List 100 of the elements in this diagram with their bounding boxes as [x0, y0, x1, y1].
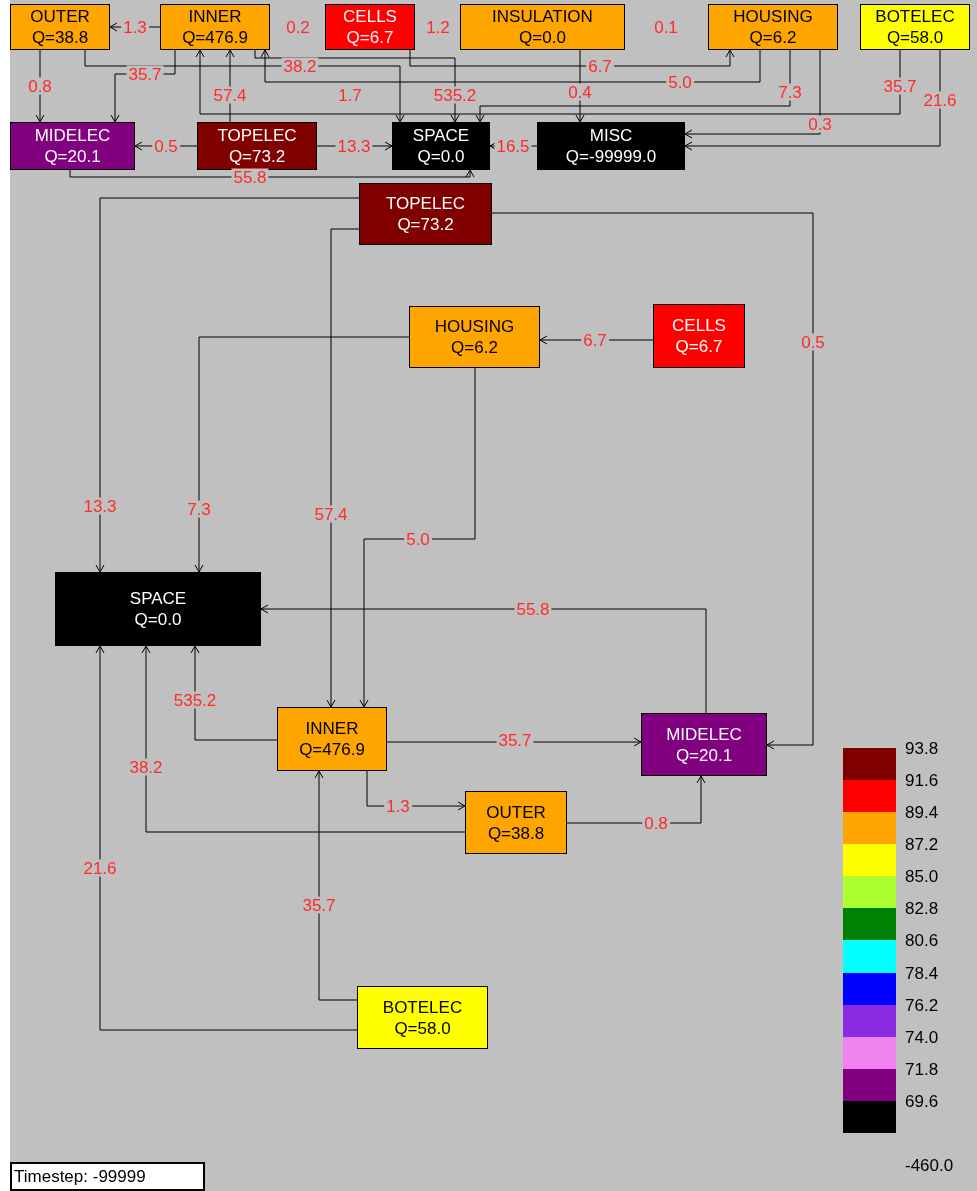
node-box: [10, 122, 135, 170]
node-box: [55, 572, 261, 646]
heat-value: Q=6.2: [749, 27, 797, 48]
node-box: [409, 306, 540, 368]
edge-label: 535.2: [171, 691, 219, 709]
heat-value: Q=0.0: [134, 609, 182, 630]
edge-label: 38.2: [281, 57, 319, 75]
arrow: [684, 49, 941, 151]
arrow: [260, 49, 761, 83]
edge-label: 6.7: [586, 57, 614, 75]
heat-value: Q=58.0: [886, 27, 944, 48]
arrow: [684, 49, 821, 139]
node-box: [160, 4, 270, 50]
node-name: OUTER: [486, 801, 546, 823]
edge-label: 1.3: [121, 18, 149, 36]
arrow: [260, 604, 707, 714]
edge-label: 38.2: [127, 758, 165, 776]
node-box: [10, 4, 110, 50]
arrow: [190, 645, 278, 741]
edge-label: 55.8: [514, 600, 552, 618]
edge-label: 55.8: [231, 168, 269, 186]
node-box: [277, 707, 387, 771]
edge-label: 35.7: [126, 65, 164, 83]
edge-label: 35.7: [300, 896, 338, 914]
edge-label: 5.0: [404, 530, 432, 548]
node-name: CELLS: [672, 315, 726, 336]
node-name: TOPELEC: [385, 193, 466, 214]
edge-label: 7.3: [185, 500, 213, 518]
node-box: [359, 183, 492, 245]
heat-value: Q=0.0: [417, 146, 465, 167]
heat-value: Q=0.0: [519, 27, 566, 48]
flow-value: 0.1: [652, 18, 680, 36]
scale-value: 89.4: [905, 803, 939, 821]
arrow: [326, 228, 360, 708]
node-box: [860, 4, 970, 50]
arrow: [359, 367, 476, 708]
arrow: [475, 49, 791, 123]
node-box: [357, 986, 488, 1049]
edge-label: 13.3: [81, 497, 119, 515]
edge-label: 35.7: [496, 731, 534, 749]
flow-value: 1.2: [424, 18, 452, 36]
node-name: SPACE: [129, 588, 187, 609]
edge-label: 0.4: [566, 83, 594, 101]
node-name: OUTER: [30, 6, 90, 27]
heat-value: Q=58.0: [394, 1017, 451, 1039]
edge-label: 6.7: [581, 331, 609, 349]
scale-value: 87.2: [905, 835, 939, 853]
flow-value: 1.7: [336, 86, 364, 104]
edge-label: 1.3: [384, 797, 412, 815]
heat-value: Q=6.7: [675, 336, 723, 357]
node-box: [460, 4, 625, 50]
heat-value: Q=38.8: [31, 27, 89, 48]
node-box: [392, 122, 490, 170]
arrow: [141, 645, 466, 833]
node-box: [197, 122, 317, 170]
edge-label: 13.3: [335, 137, 373, 155]
heat-value: Q=20.1: [44, 146, 101, 167]
arrow: [69, 169, 475, 178]
edge-label: 0.3: [806, 115, 834, 133]
heat-value: Q=38.8: [487, 822, 545, 844]
scale-value: 76.2: [905, 996, 939, 1014]
scale-value: 69.6: [905, 1092, 939, 1110]
edge-label: 21.6: [921, 91, 959, 109]
node-name: CELLS: [343, 6, 397, 27]
node-name: BOTELEC: [875, 6, 955, 27]
node-name: MIDELEC: [34, 125, 111, 146]
scale-value: 82.8: [905, 899, 939, 917]
node-name: BOTELEC: [382, 996, 463, 1018]
scale-value: 93.8: [905, 739, 939, 757]
scale-value: 85.0: [905, 867, 939, 885]
heat-value: Q=20.1: [675, 744, 733, 766]
edge-label: 5.0: [666, 73, 694, 91]
node-box: [708, 4, 838, 50]
scale-value: 80.6: [905, 931, 939, 949]
edge-label: 57.4: [312, 505, 350, 523]
edge-label: 35.7: [881, 77, 919, 95]
heat-value: Q=73.2: [228, 146, 286, 167]
arrow: [314, 770, 358, 1001]
scale-value: -460.0: [905, 1156, 954, 1174]
arrow: [491, 212, 814, 750]
heat-value: Q=-99999.0: [565, 146, 657, 167]
scale-value: 78.4: [905, 964, 939, 982]
heat-value: Q=6.7: [346, 27, 394, 48]
edge-label: 0.5: [152, 137, 180, 155]
node-name: MISC: [589, 125, 633, 146]
arrow: [95, 645, 358, 1031]
timestep-label: Timestep: -99999: [10, 1162, 205, 1191]
node-name: TOPELEC: [217, 125, 297, 146]
node-name: INNER: [305, 718, 359, 739]
node-box: [465, 791, 567, 854]
scale-value: 74.0: [905, 1028, 939, 1046]
arrow: [95, 197, 360, 573]
edge-label: 7.3: [776, 83, 804, 101]
arrow: [195, 49, 901, 115]
node-box: [641, 713, 767, 776]
heat-value: Q=476.9: [299, 739, 365, 760]
node-name: INNER: [188, 6, 242, 27]
node-name: MIDELEC: [666, 723, 742, 745]
edge-label: 535.2: [431, 86, 479, 104]
edge-label: 0.8: [26, 77, 54, 95]
